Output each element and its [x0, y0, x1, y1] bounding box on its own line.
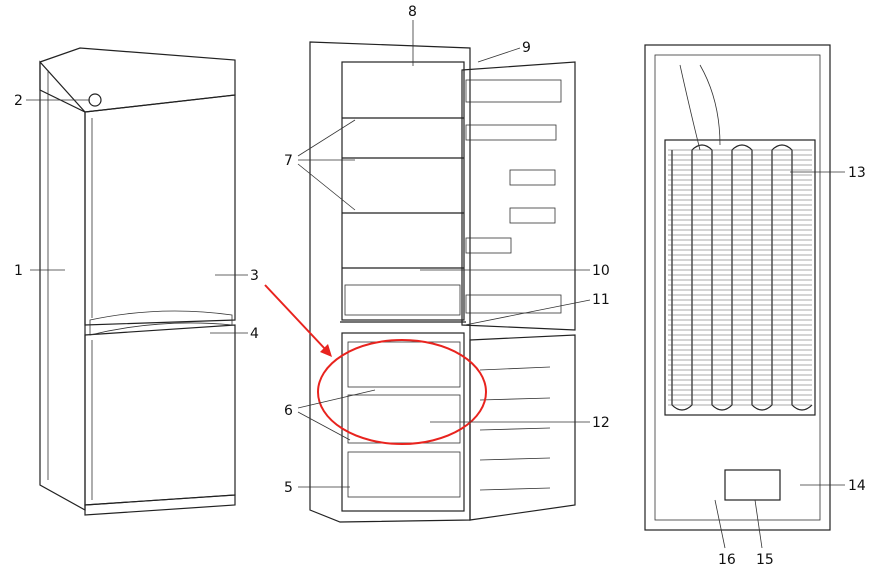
- fridge-closed-view: [39, 47, 236, 516]
- callout-1: 1: [14, 263, 23, 279]
- callout-8: 8: [408, 4, 417, 20]
- callout-15: 15: [756, 552, 774, 568]
- callout-3: 3: [250, 268, 259, 284]
- callout-14: 14: [848, 478, 866, 494]
- fridge-open-view: [309, 41, 576, 523]
- fridge-back-view: [644, 44, 831, 531]
- callout-4: 4: [250, 326, 259, 342]
- callout-9: 9: [522, 40, 531, 56]
- callout-11: 11: [592, 292, 610, 308]
- arrow-head: [320, 344, 332, 357]
- callout-12: 12: [592, 415, 610, 431]
- highlight-ellipse: [317, 339, 487, 445]
- callout-10: 10: [592, 263, 610, 279]
- callout-5: 5: [284, 480, 293, 496]
- leader-lines: [26, 20, 845, 549]
- condenser-coil: [668, 144, 813, 411]
- callout-13: 13: [848, 165, 866, 181]
- callout-16: 16: [718, 552, 736, 568]
- callout-2: 2: [14, 93, 23, 109]
- red-arrow: [264, 284, 327, 351]
- callout-6: 6: [284, 403, 293, 419]
- callout-7: 7: [284, 153, 293, 169]
